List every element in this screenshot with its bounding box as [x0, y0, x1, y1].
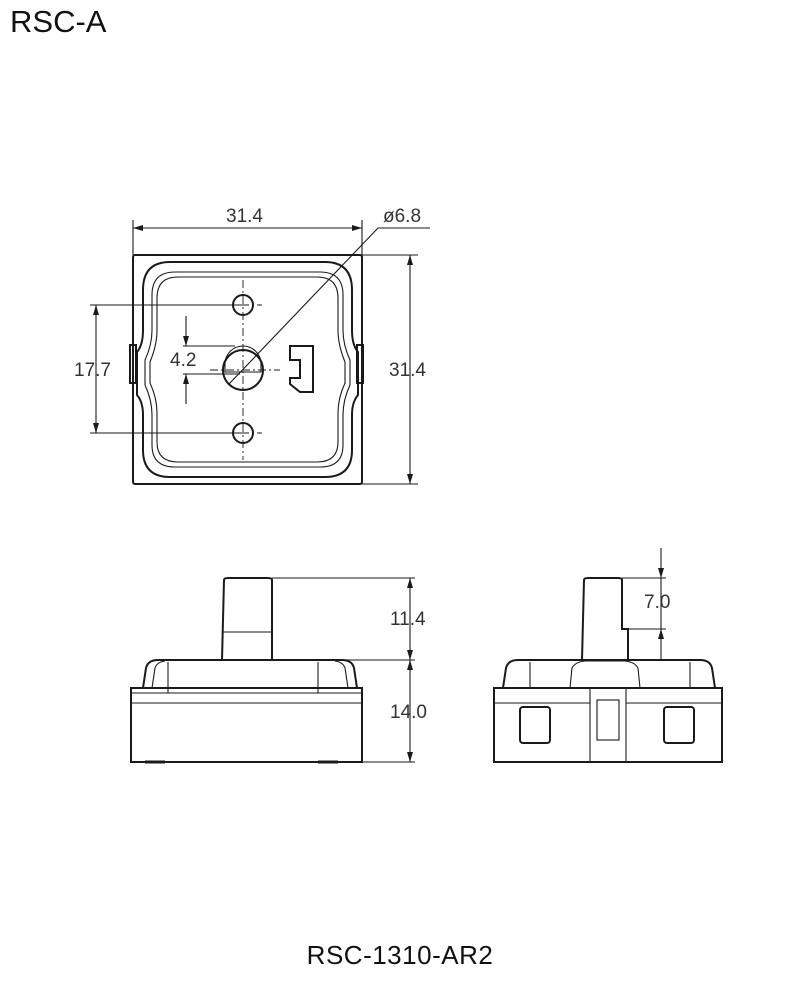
dim-top-height: 31.4	[389, 360, 426, 381]
drawing-title: RSC-A	[10, 4, 107, 39]
side-view: 7.0	[493, 548, 723, 763]
dim-flat-offset: 4.2	[170, 350, 196, 371]
dim-shaft-height: 11.4	[390, 609, 426, 630]
dim-top-width: 31.4	[226, 206, 263, 227]
dim-flat-length: 7.0	[644, 592, 670, 613]
top-view: 31.4 ø6.8 31.4 17.7 4.2	[74, 206, 430, 485]
dim-hole-spacing: 17.7	[74, 360, 111, 381]
dim-body-height: 14.0	[390, 702, 427, 723]
front-view: 11.4 14.0	[130, 577, 427, 764]
dim-shaft-diameter: ø6.8	[383, 206, 421, 227]
model-number: RSC-1310-AR2	[306, 940, 494, 970]
